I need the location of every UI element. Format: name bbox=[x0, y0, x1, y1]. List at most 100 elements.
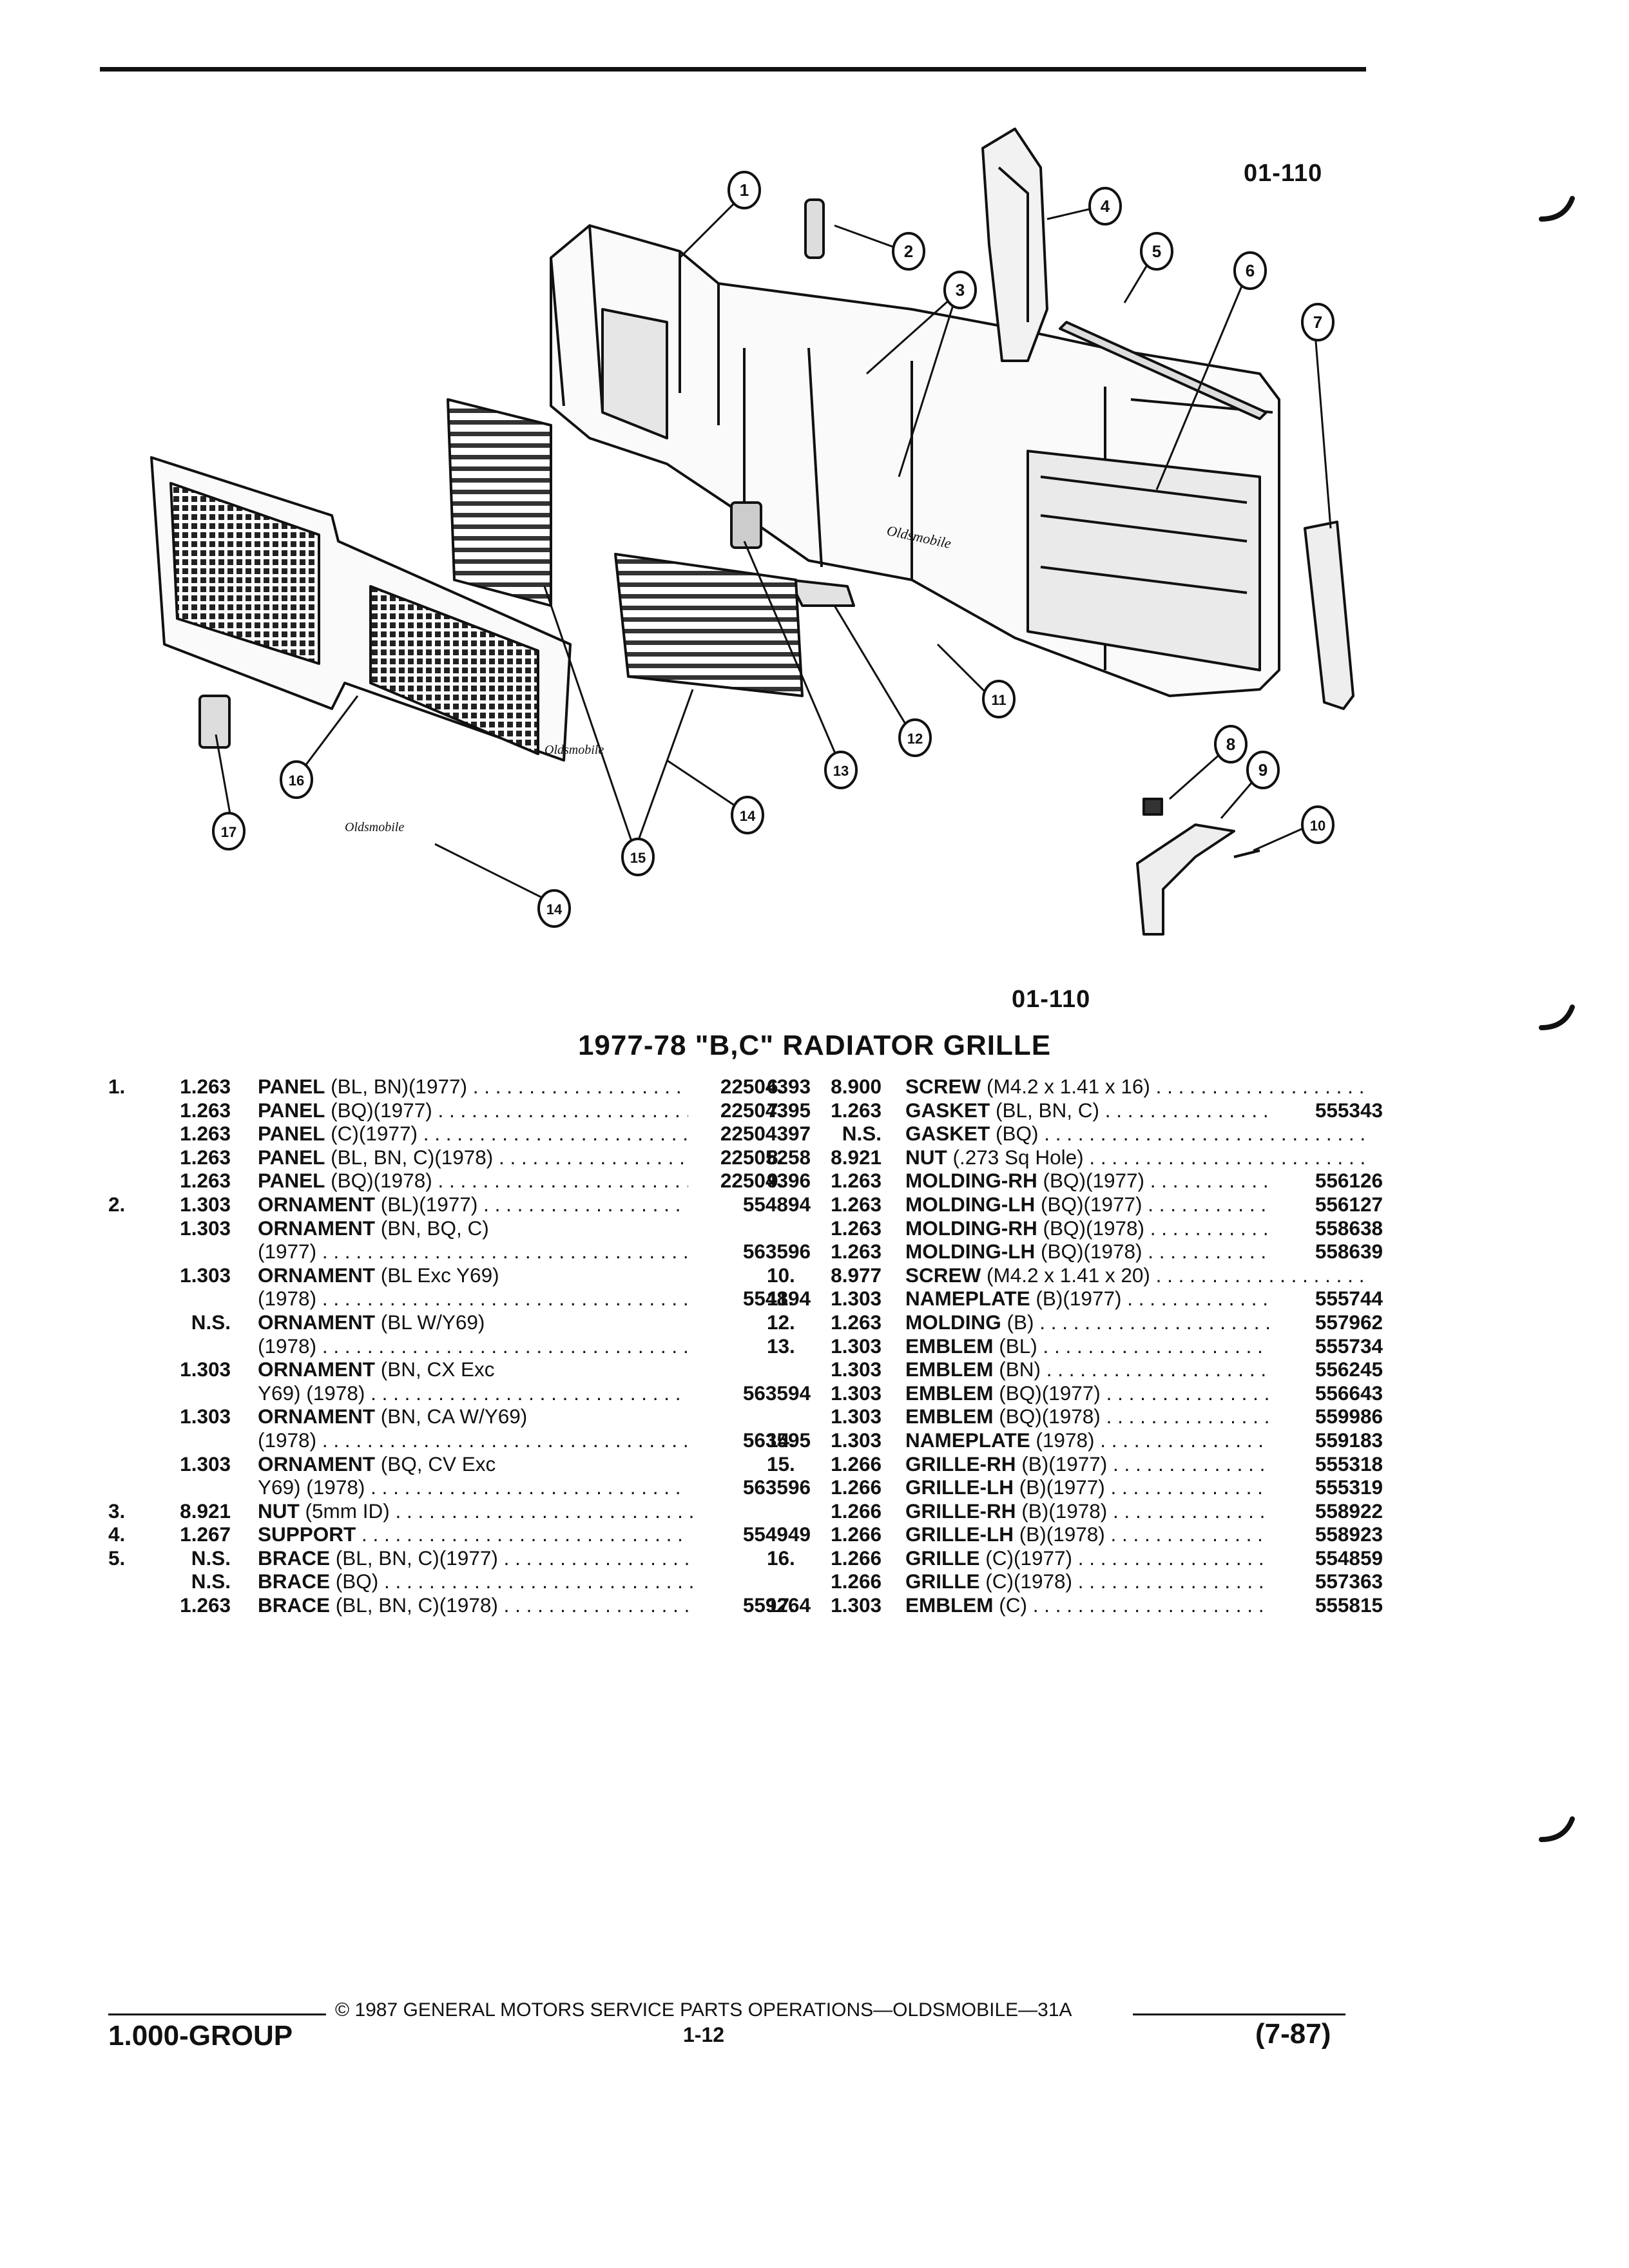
item-reference: 6. bbox=[767, 1075, 784, 1098]
part-number: 555744 bbox=[1269, 1287, 1383, 1311]
part-number: 554859 bbox=[1269, 1546, 1383, 1570]
item-reference: 2. bbox=[108, 1192, 126, 1216]
part-name: PANEL bbox=[258, 1169, 325, 1193]
parts-row: N.S.BRACE (BQ) bbox=[108, 1570, 746, 1593]
part-name: BRACE bbox=[258, 1570, 331, 1593]
part-qualifier: (B)(1977) bbox=[1030, 1287, 1122, 1311]
part-name: MOLDING-LH bbox=[905, 1240, 1036, 1264]
part-description: GASKET (BQ) bbox=[905, 1122, 1369, 1146]
part-number: 22505258 bbox=[688, 1145, 811, 1169]
part-description: ORNAMENT (BL)(1977) bbox=[258, 1193, 696, 1216]
callout-11: 11 bbox=[991, 692, 1006, 708]
part-description: SUPPORT bbox=[258, 1523, 696, 1546]
group-number: 1.303 bbox=[180, 1405, 231, 1428]
part-qualifier: (BQ)(1977) bbox=[993, 1381, 1101, 1405]
part-description: ORNAMENT (BN, BQ, C) bbox=[258, 1216, 696, 1240]
part-qualifier: (BQ)(1978) bbox=[1037, 1216, 1145, 1240]
part-name: GRILLE bbox=[905, 1570, 980, 1593]
group-number: 1.303 bbox=[831, 1593, 882, 1617]
part-name: SCREW bbox=[905, 1075, 981, 1098]
item-reference: 1. bbox=[108, 1075, 126, 1098]
part-name: EMBLEM bbox=[905, 1405, 994, 1428]
group-number: 1.303 bbox=[831, 1287, 882, 1311]
callout-10: 10 bbox=[1310, 818, 1325, 834]
part-description: SCREW (M4.2 x 1.41 x 16) bbox=[905, 1075, 1369, 1099]
part-description: GRILLE-LH (B)(1977) bbox=[905, 1475, 1369, 1499]
part-description: NAMEPLATE (B)(1977) bbox=[905, 1287, 1369, 1311]
part-number: 559183 bbox=[1269, 1428, 1383, 1452]
part-number: 563596 bbox=[688, 1475, 811, 1499]
item-reference: 17. bbox=[767, 1593, 795, 1617]
part-qualifier: (1978) bbox=[258, 1334, 317, 1358]
part-number: 556643 bbox=[1269, 1381, 1383, 1405]
part-description: (1977) bbox=[258, 1240, 696, 1264]
part-description: GRILLE-RH (B)(1977) bbox=[905, 1452, 1369, 1476]
parts-row: Y69) (1978)563594 bbox=[108, 1381, 811, 1405]
parts-row: Y69) (1978)563596 bbox=[108, 1475, 811, 1499]
part-qualifier: (BL)(1977) bbox=[375, 1192, 478, 1216]
group-number: 1.303 bbox=[180, 1452, 231, 1475]
part-number: 556245 bbox=[1269, 1358, 1383, 1381]
part-qualifier: (BL, BN, C)(1978) bbox=[330, 1593, 498, 1617]
parts-row: N.S.ORNAMENT (BL W/Y69) bbox=[108, 1311, 746, 1334]
part-qualifier: (5mm ID) bbox=[299, 1499, 390, 1523]
part-name: GRILLE bbox=[905, 1546, 980, 1570]
part-qualifier: (BN, BQ, C) bbox=[375, 1216, 489, 1240]
part-description: GRILLE-LH (B)(1978) bbox=[905, 1523, 1369, 1546]
part-qualifier: (BL W/Y69) bbox=[375, 1310, 485, 1334]
parts-row: (1978)554894 bbox=[108, 1287, 811, 1311]
part-qualifier: (BL, BN, C)(1977) bbox=[330, 1546, 498, 1570]
figure-code-top: 01-110 bbox=[1244, 160, 1323, 187]
parts-row: 6. 8.900 SCREW (M4.2 x 1.41 x 16) bbox=[767, 1075, 1385, 1099]
part-qualifier: (BL, BN, C)(1978) bbox=[325, 1145, 494, 1169]
item-reference: 5. bbox=[108, 1546, 126, 1570]
callout-14: 14 bbox=[740, 808, 756, 824]
part-qualifier: (BQ)(1977) bbox=[325, 1098, 432, 1122]
group-number: 1.267 bbox=[180, 1523, 231, 1546]
callout-3: 3 bbox=[956, 280, 965, 300]
part-qualifier: (BQ)(1978) bbox=[325, 1169, 432, 1193]
item-reference: 11. bbox=[767, 1287, 795, 1311]
part-qualifier: (BQ) bbox=[330, 1570, 379, 1593]
part-number: 557962 bbox=[1269, 1310, 1383, 1334]
callout-17: 17 bbox=[221, 824, 236, 840]
part-description: MOLDING-LH (BQ)(1977) bbox=[905, 1193, 1369, 1216]
part-description: PANEL (BL, BN, C)(1978) bbox=[258, 1146, 696, 1169]
parts-row: 4.1.267SUPPORT554949 bbox=[108, 1523, 811, 1546]
item-reference: 8. bbox=[767, 1145, 784, 1169]
part-qualifier: (1978) bbox=[258, 1428, 317, 1452]
page-edge-mark bbox=[1539, 1002, 1575, 1041]
part-description: ORNAMENT (BL W/Y69) bbox=[258, 1311, 696, 1334]
part-name: SCREW bbox=[905, 1263, 981, 1287]
part-qualifier: Y69) (1978) bbox=[258, 1381, 365, 1405]
part-qualifier: (BQ)(1977) bbox=[1035, 1192, 1142, 1216]
part-name: GRILLE-RH bbox=[905, 1499, 1016, 1523]
group-number: 8.900 bbox=[831, 1075, 882, 1098]
part-name: GASKET bbox=[905, 1122, 990, 1146]
page-edge-mark bbox=[1539, 1814, 1575, 1852]
part-name: BRACE bbox=[258, 1546, 331, 1570]
part-number: 554894 bbox=[688, 1192, 811, 1216]
callout-9: 9 bbox=[1258, 760, 1268, 780]
part-name: NAMEPLATE bbox=[905, 1287, 1030, 1311]
callout-13: 13 bbox=[833, 763, 849, 779]
part-qualifier: (C)(1977) bbox=[325, 1122, 418, 1146]
copyright-notice: © 1987 GENERAL MOTORS SERVICE PARTS OPER… bbox=[335, 1999, 1072, 2021]
group-number: 1.266 bbox=[831, 1475, 882, 1499]
group-number: N.S. bbox=[191, 1546, 231, 1570]
item-reference: 12. bbox=[767, 1310, 795, 1334]
svg-text:Oldsmobile: Oldsmobile bbox=[545, 743, 604, 757]
part-name: EMBLEM bbox=[905, 1381, 994, 1405]
parts-row: (1978) bbox=[108, 1334, 746, 1358]
